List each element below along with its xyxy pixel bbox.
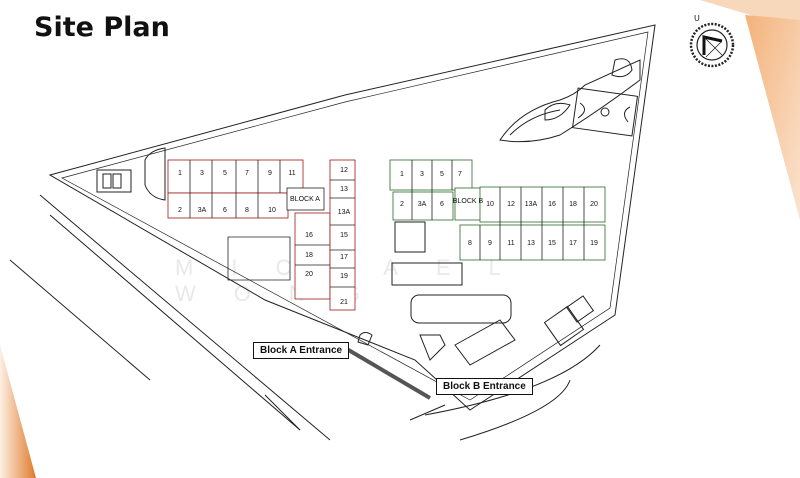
svg-text:12: 12 <box>340 167 348 174</box>
svg-text:8: 8 <box>245 207 249 214</box>
svg-text:17: 17 <box>569 240 577 247</box>
svg-text:13A: 13A <box>525 201 538 208</box>
svg-text:5: 5 <box>223 170 227 177</box>
svg-text:3A: 3A <box>418 201 427 208</box>
block-b-label: BLOCK B <box>453 198 484 205</box>
block-a-entrance-label: Block A Entrance <box>253 342 350 359</box>
unit-a-1: 1 <box>178 170 182 177</box>
svg-text:6: 6 <box>223 207 227 214</box>
svg-text:15: 15 <box>340 232 348 239</box>
svg-text:12: 12 <box>507 201 515 208</box>
svg-text:13: 13 <box>527 240 535 247</box>
svg-text:9: 9 <box>488 240 492 247</box>
svg-text:18: 18 <box>569 201 577 208</box>
svg-text:19: 19 <box>340 273 348 280</box>
svg-text:9: 9 <box>268 170 272 177</box>
svg-text:10: 10 <box>268 207 276 214</box>
svg-text:2: 2 <box>178 207 182 214</box>
block-a <box>167 159 356 311</box>
svg-text:3A: 3A <box>198 207 207 214</box>
basketball-court <box>571 87 639 137</box>
svg-text:17: 17 <box>340 254 348 261</box>
svg-text:21: 21 <box>340 299 348 306</box>
block-b <box>389 159 606 261</box>
svg-text:8: 8 <box>468 240 472 247</box>
svg-text:U: U <box>694 14 700 23</box>
svg-text:3: 3 <box>200 170 204 177</box>
block-b-entrance-label: Block B Entrance <box>436 378 533 395</box>
svg-text:19: 19 <box>590 240 598 247</box>
svg-text:2: 2 <box>400 201 404 208</box>
svg-text:1: 1 <box>400 171 404 178</box>
svg-text:15: 15 <box>548 240 556 247</box>
block-a-label: BLOCK A <box>290 196 320 203</box>
svg-text:18: 18 <box>305 252 313 259</box>
svg-text:13: 13 <box>340 186 348 193</box>
svg-text:11: 11 <box>507 240 514 247</box>
svg-text:7: 7 <box>458 171 462 178</box>
svg-text:10: 10 <box>486 201 494 208</box>
north-compass-icon: U <box>689 14 735 68</box>
svg-text:6: 6 <box>440 201 444 208</box>
svg-text:3: 3 <box>420 171 424 178</box>
svg-text:16: 16 <box>305 232 313 239</box>
svg-text:13A: 13A <box>338 209 351 216</box>
svg-text:5: 5 <box>440 171 444 178</box>
svg-text:7: 7 <box>245 170 249 177</box>
svg-text:20: 20 <box>590 201 598 208</box>
svg-text:20: 20 <box>305 271 313 278</box>
page-title: Site Plan <box>34 12 170 43</box>
svg-text:16: 16 <box>548 201 556 208</box>
site-boundary <box>48 24 656 411</box>
svg-text:11: 11 <box>288 170 295 177</box>
